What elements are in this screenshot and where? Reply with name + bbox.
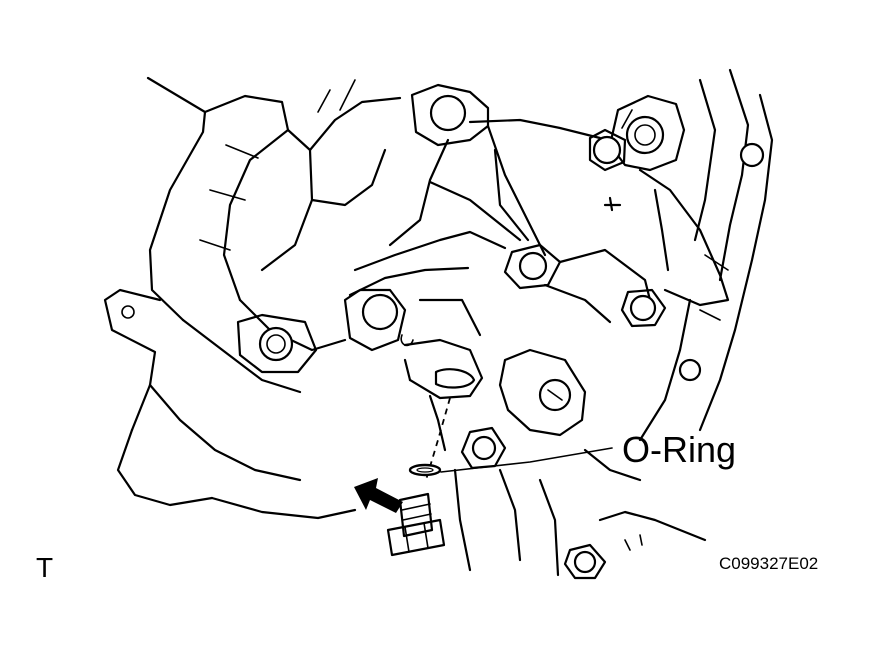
transmission-housing (103, 76, 402, 520)
mounting-boss-left (236, 313, 318, 374)
housing-right (620, 68, 774, 442)
bracket-assembly (343, 83, 652, 400)
mount-lobe-right (588, 94, 730, 307)
arrow-icon (354, 478, 403, 513)
lower-case (428, 348, 707, 580)
bolt-icon (386, 492, 446, 557)
o-ring-label: O-Ring (622, 429, 737, 470)
figure-code: C099327E02 (719, 554, 819, 573)
callout-leader (440, 447, 613, 473)
o-ring-icon (408, 463, 442, 477)
corner-letter: T (36, 552, 54, 583)
